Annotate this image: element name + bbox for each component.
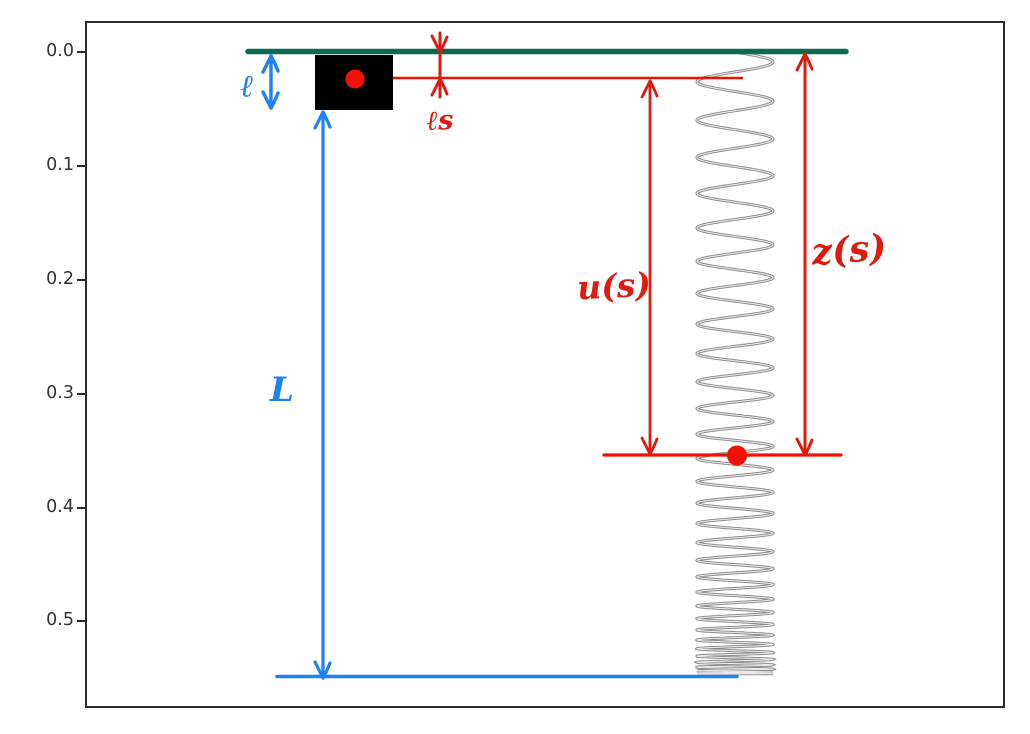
ells-extent-arrow: [430, 31, 449, 99]
y-tick-label: 0.1: [46, 155, 74, 175]
mass-center-dot: [345, 69, 365, 89]
ell-extent-arrow-head-down: [261, 90, 280, 110]
y-tick-mark: [77, 279, 86, 281]
ells-extent-arrow-head-up: [430, 77, 449, 97]
ell-extent-arrow-head-up: [261, 54, 280, 74]
u-extent-arrow-head-up: [640, 79, 659, 99]
ells-extent-arrow-head-down: [430, 34, 449, 54]
y-tick-label: 0.5: [46, 610, 74, 630]
y-tick-label: 0.4: [46, 497, 74, 517]
y-tick-mark: [77, 165, 86, 167]
y-tick-mark: [77, 620, 86, 622]
u-extent-arrow-head-down: [640, 436, 659, 456]
L-extent-arrow: [313, 110, 332, 680]
z-extent-arrow-head-down: [795, 437, 814, 457]
label-L: L: [270, 370, 294, 410]
L-extent-arrow-head-up: [313, 110, 332, 130]
spring-point-dot: [727, 445, 747, 466]
y-tick-label: 0.0: [46, 41, 74, 61]
ell-extent-arrow: [261, 54, 280, 110]
spring-coil-highlight: [695, 51, 775, 675]
label-ell: ℓ: [240, 68, 254, 105]
y-tick-label: 0.3: [46, 383, 74, 403]
y-tick-mark: [77, 507, 86, 509]
z-extent-arrow-head-up: [795, 52, 814, 72]
L-extent-arrow-head-down: [313, 660, 332, 680]
y-tick-mark: [77, 51, 86, 53]
label-ell-s: ℓs: [426, 105, 454, 137]
y-tick-label: 0.2: [46, 269, 74, 289]
y-tick-mark: [77, 393, 86, 395]
z-extent-arrow: [795, 52, 814, 457]
label-z-of-s: z(s): [810, 226, 888, 274]
plot-frame: [85, 21, 1005, 708]
u-extent-arrow: [640, 79, 659, 456]
label-u-of-s: u(s): [576, 264, 652, 308]
